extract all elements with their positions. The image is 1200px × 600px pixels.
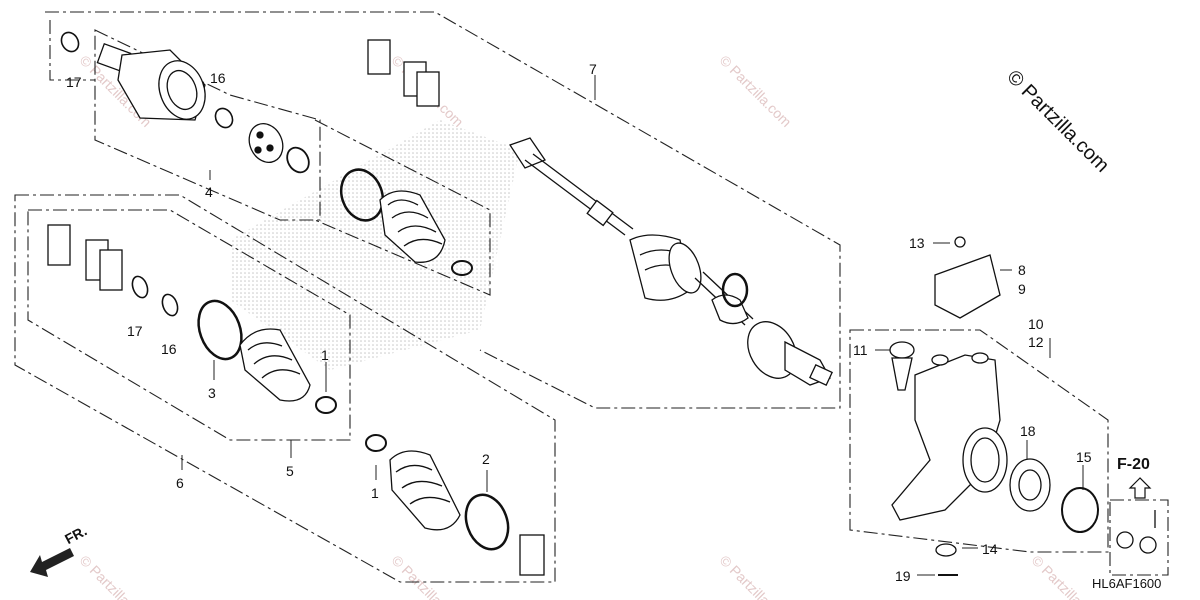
bearing-cage — [248, 123, 284, 163]
callout-4: 4 — [205, 184, 213, 200]
snap-ring — [214, 107, 234, 129]
assembly-outline-7 — [45, 11, 841, 409]
callout-10: 10 — [1028, 316, 1044, 332]
knuckle-guard — [934, 254, 1001, 319]
callout-1: 1 — [321, 347, 329, 363]
diagram-code: HL6AF1600 — [1092, 576, 1162, 591]
boot-band-small — [365, 434, 387, 452]
callout-17: 17 — [66, 74, 82, 90]
boot-band-small — [451, 260, 473, 276]
callout-6: 6 — [176, 475, 184, 491]
circlip-15 — [1061, 487, 1099, 533]
drive-shaft-assembly — [509, 137, 833, 387]
assembly-outline-6 — [14, 194, 556, 583]
cv-boot — [379, 190, 446, 263]
callout-2: 2 — [482, 451, 490, 467]
callout-16: 16 — [161, 341, 177, 357]
reference-label: F-20 — [1117, 456, 1150, 473]
callout-1: 1 — [371, 485, 379, 501]
grease-packet — [367, 39, 440, 107]
bolt-13 — [954, 236, 966, 248]
shading-area — [230, 120, 520, 370]
callout-12: 12 — [1028, 334, 1044, 350]
snap-ring — [60, 31, 80, 53]
callout-5: 5 — [286, 463, 294, 479]
callout-16: 16 — [210, 70, 226, 86]
assembly-outline-5 — [27, 209, 351, 441]
cap-14 — [935, 543, 957, 557]
assembly-outline-4 — [94, 29, 321, 221]
callout-9: 9 — [1018, 281, 1026, 297]
ball-joint — [889, 341, 915, 391]
up-arrow-icon — [1128, 477, 1152, 499]
boot-band — [339, 168, 385, 222]
cv-boot — [239, 328, 311, 402]
snap-ring — [161, 293, 179, 317]
callout-19: 19 — [895, 568, 911, 584]
bracket-17 — [49, 20, 95, 81]
grease-packet — [47, 224, 123, 291]
callout-11: 11 — [853, 342, 868, 358]
boot-band-small — [315, 396, 337, 414]
cv-boot — [389, 450, 461, 531]
assembly-outline-f20 — [1109, 499, 1169, 576]
washer — [1116, 531, 1134, 549]
boot-band — [197, 299, 243, 361]
assembly-outline-10 — [849, 329, 1109, 553]
callout-3: 3 — [208, 385, 216, 401]
assembly-outline-boot — [314, 119, 491, 296]
grease-packet — [519, 534, 545, 576]
callout-14: 14 — [982, 541, 998, 557]
wheel-bearing — [1009, 458, 1051, 512]
knuckle — [891, 352, 1008, 521]
front-arrow-icon — [30, 548, 74, 577]
callout-18: 18 — [1020, 423, 1036, 439]
callout-7: 7 — [589, 61, 597, 77]
castle-nut — [1139, 536, 1157, 554]
boot-band — [464, 493, 510, 551]
callout-13: 13 — [909, 235, 925, 251]
callout-17: 17 — [127, 323, 143, 339]
callout-15: 15 — [1076, 449, 1092, 465]
snap-ring — [131, 275, 149, 299]
snap-ring — [286, 146, 310, 174]
callout-8: 8 — [1018, 262, 1026, 278]
cv-joint-housing — [96, 42, 206, 121]
